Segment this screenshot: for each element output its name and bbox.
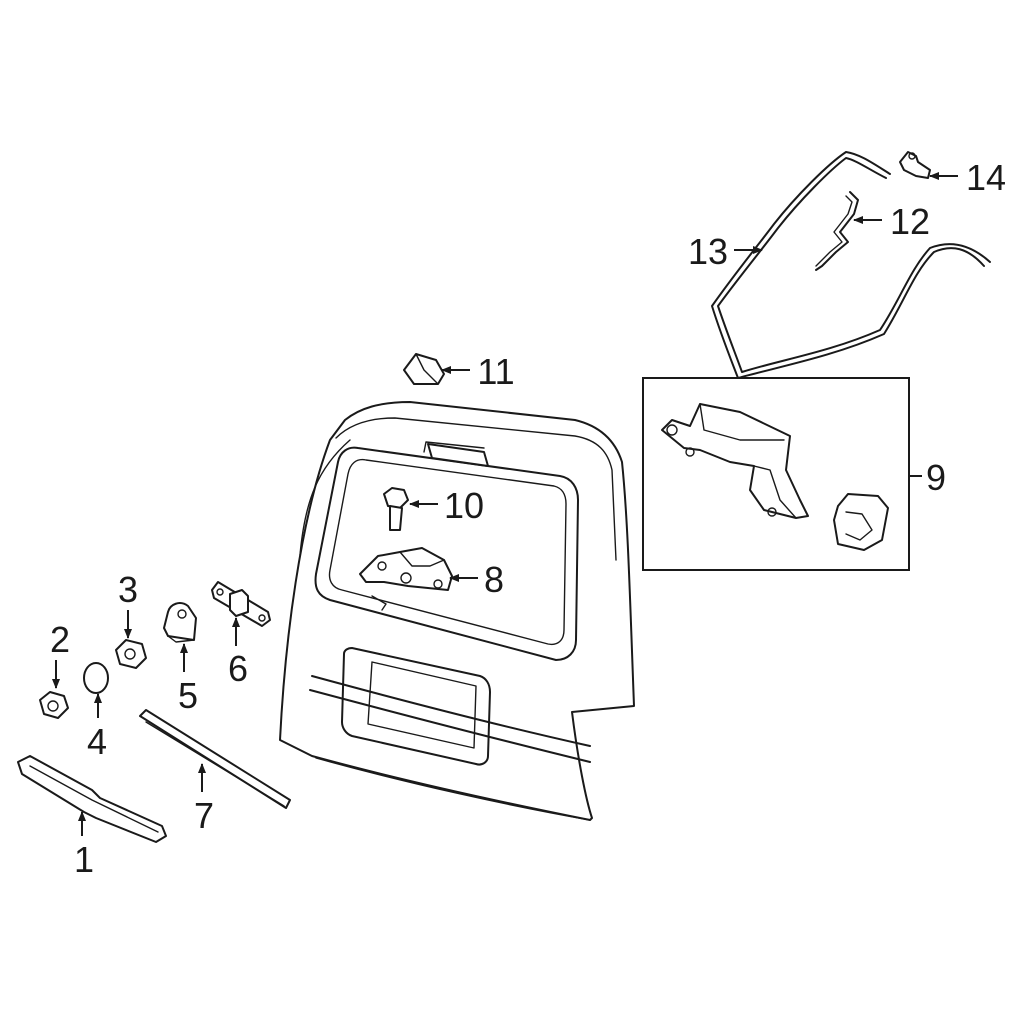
- bracket-5: [163, 602, 197, 643]
- callout-12: 12: [890, 201, 930, 242]
- liftgate-panel: [279, 401, 635, 821]
- callout-9: 9: [926, 457, 946, 498]
- callout-labels: 1 2 3 4 5 6 7 8 9 10 11 12 13 14: [50, 157, 1006, 880]
- sensor-6: [211, 581, 271, 627]
- callout-11: 11: [477, 351, 514, 392]
- callout-14: 14: [966, 157, 1006, 198]
- bolt-10: [383, 487, 409, 531]
- cap-4: [83, 662, 109, 694]
- wiper-arm: [17, 755, 167, 843]
- connector-14: [899, 151, 931, 179]
- callout-3: 3: [118, 569, 138, 610]
- wiper-motor-bracket: [359, 547, 453, 591]
- callout-5: 5: [178, 675, 198, 716]
- cap-11: [403, 353, 445, 385]
- callout-10: 10: [444, 485, 484, 526]
- callout-7: 7: [194, 795, 214, 836]
- nut-3: [115, 639, 147, 669]
- clip-12: [815, 191, 859, 271]
- leader-arrows: [52, 172, 958, 836]
- washer-hose: [711, 151, 991, 379]
- callout-8: 8: [484, 559, 504, 600]
- wiper-blade: [139, 709, 291, 809]
- callout-13: 13: [688, 231, 728, 272]
- nut-2: [39, 691, 69, 719]
- callout-2: 2: [50, 619, 70, 660]
- callout-6: 6: [228, 648, 248, 689]
- callout-4: 4: [87, 721, 107, 762]
- washer-pump-assembly-box: [642, 377, 910, 571]
- callout-1: 1: [74, 839, 94, 880]
